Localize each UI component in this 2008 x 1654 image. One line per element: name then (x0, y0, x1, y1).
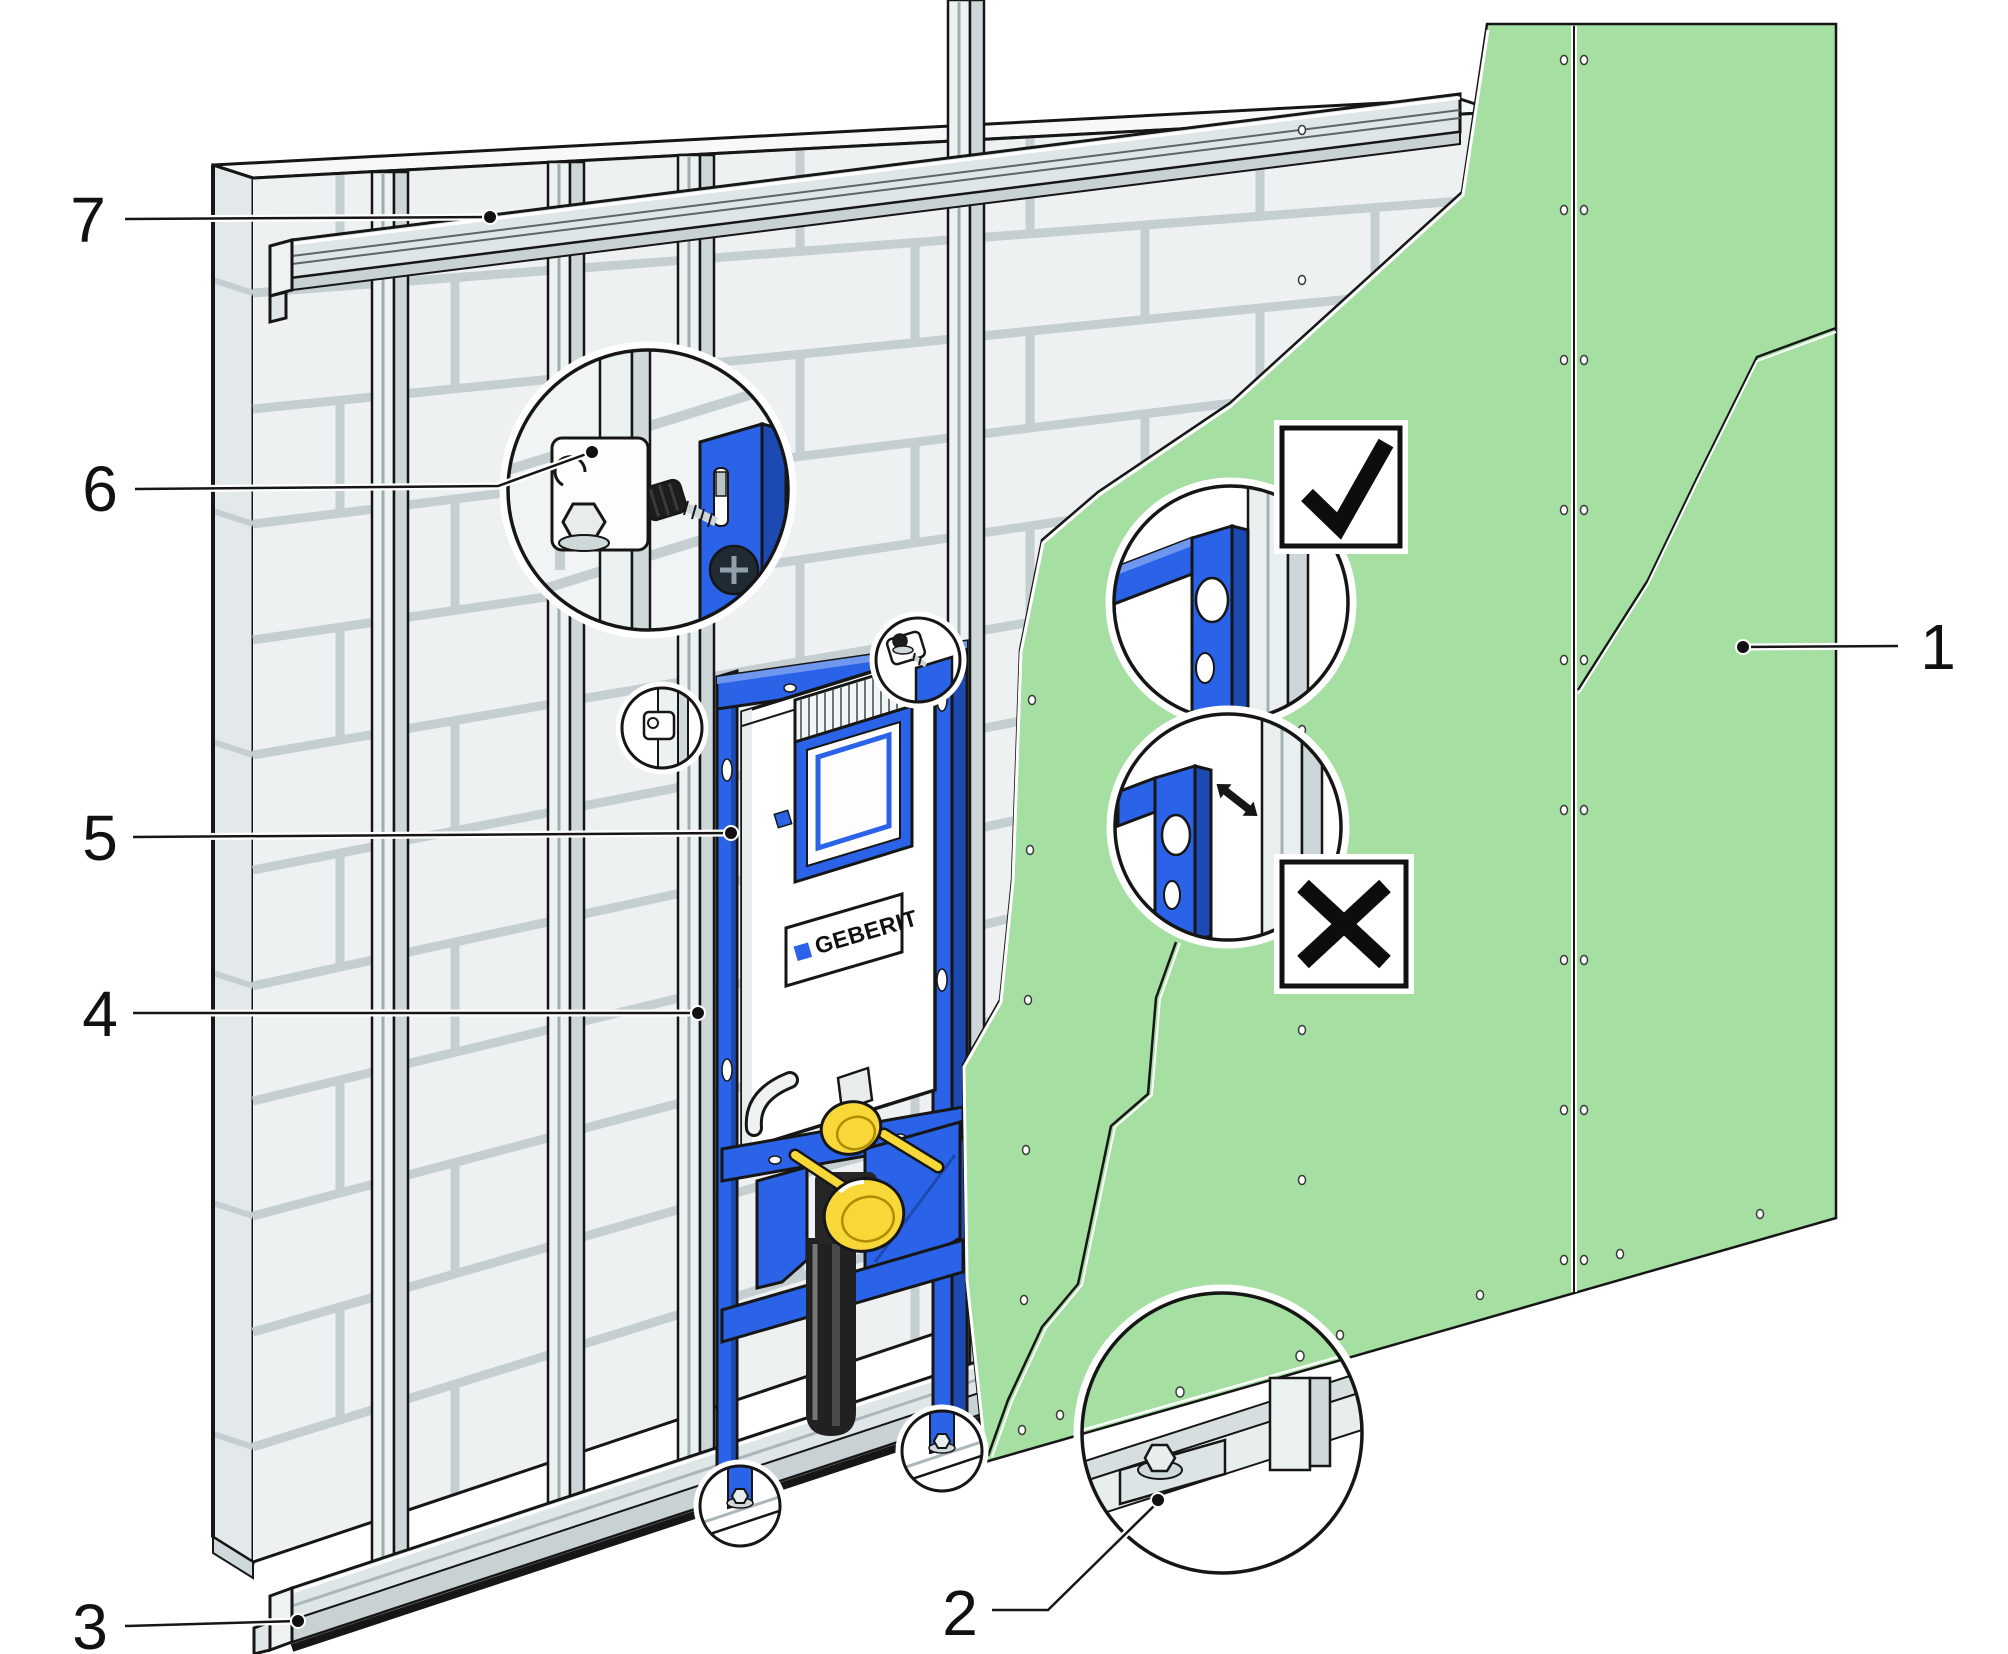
callout-label-5: 5 (82, 802, 118, 874)
wall-left-face (211, 162, 255, 1565)
detail-circle-anchor (499, 341, 797, 639)
callout-labels: 7 6 5 4 3 1 2 (70, 184, 1956, 1654)
flush-bend-cap (819, 1100, 883, 1156)
wall-bottom-face (212, 1535, 254, 1580)
concealed-cistern: GEBERIT (740, 649, 937, 1153)
callout-label-6: 6 (82, 453, 118, 525)
logo-square (793, 942, 813, 962)
callout-label-1: 1 (1920, 611, 1956, 683)
protection-rod-right (880, 1130, 942, 1171)
incorrect-mark-box (1274, 854, 1414, 994)
double-arrow-icon (1216, 783, 1258, 817)
detail-circle-left-foot (693, 1459, 787, 1553)
stud-1 (370, 170, 410, 1594)
callout-label-3: 3 (72, 1591, 108, 1654)
leader-1 (1735, 639, 1902, 655)
board-crack (986, 941, 1178, 1457)
leader-7 (121, 209, 498, 225)
cross-icon (1297, 879, 1391, 969)
callout-label-2: 2 (942, 1577, 978, 1649)
correct-mark-box (1274, 420, 1408, 554)
wall-left-face-joints (212, 277, 254, 1450)
detail-circle-clip (615, 681, 709, 775)
detail-circle-right-foot (895, 1404, 989, 1498)
floor-rail-end-hook (252, 1619, 272, 1654)
drain-pipe (806, 1238, 856, 1436)
leader-lines (121, 209, 1902, 1630)
leader-3 (121, 1613, 306, 1630)
check-icon (1301, 438, 1394, 540)
leader-5 (129, 825, 739, 841)
top-rail-end-cap (268, 238, 294, 298)
detail-circle-anchor-small (869, 611, 967, 709)
installation-frame: GEBERIT (711, 638, 969, 1512)
leader-6 (131, 444, 600, 493)
flush-plate (815, 731, 892, 852)
drain-socket-cap (822, 1177, 906, 1253)
floor-hex-bolt (1143, 1443, 1177, 1473)
board-tear-top-right (1576, 326, 1837, 691)
callout-label-4: 4 (82, 978, 118, 1050)
logo-plate: GEBERIT (784, 891, 921, 989)
leader-4 (129, 1005, 706, 1021)
drywall-board (961, 22, 1838, 1464)
top-rail (268, 92, 1462, 324)
callout-label-7: 7 (70, 184, 106, 256)
leader-2 (988, 1492, 1166, 1614)
top-rail-end-hook (268, 290, 288, 324)
frame-left-wing (755, 1165, 809, 1290)
